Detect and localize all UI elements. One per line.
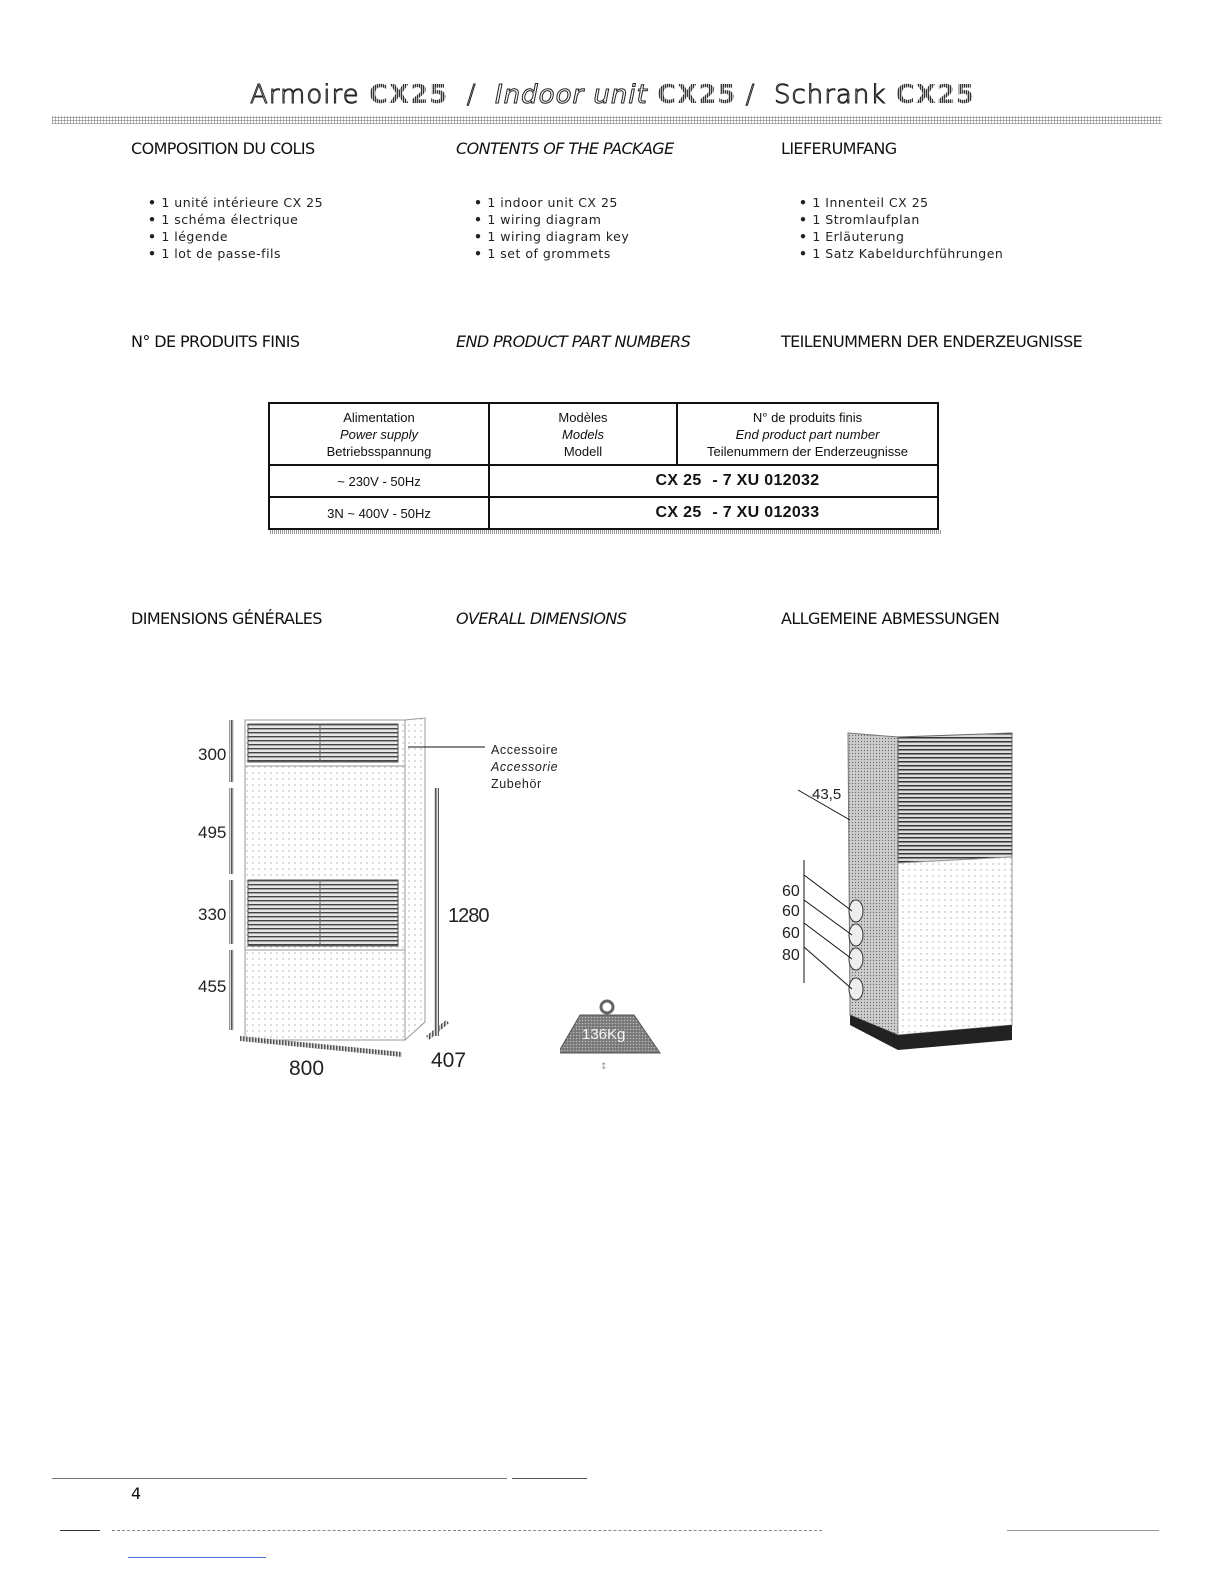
dim-800: 800 [289,1057,324,1080]
header-models-fr: Modèles [558,409,608,425]
header-part-de: Teilenummern der Enderzeugnisse [707,443,908,459]
list-item: 1 set of grommets [474,245,629,262]
footer-rule-right [1007,1530,1159,1531]
part-number-table: Alimentation Power supply Betriebsspannu… [268,402,939,530]
page-title: Armoire CX25 / Indoor unit CX25 / Schran… [0,80,1225,111]
model-en: CX25 [657,80,737,110]
hole-spacing-3: 60 [782,925,800,942]
list-item: 1 Innenteil CX 25 [799,194,1003,211]
dim-bar-800 [240,1036,402,1057]
list-item: 1 wiring diagram key [474,228,629,245]
hole-spacing-1: 60 [782,883,800,900]
table-row: 3N ~ 400V - 50Hz CX 25 - 7 XU 012033 [268,496,939,530]
footer-blue-line [128,1557,266,1558]
table-header-row: Alimentation Power supply Betriebsspannu… [268,402,939,466]
table-row: ~ 230V - 50Hz CX 25 - 7 XU 012032 [268,464,939,498]
header-models-en: Models [562,426,604,442]
hole-spacing-4: 80 [782,947,800,964]
heading-partnumbers-en: END PRODUCT PART NUMBERS [456,332,691,351]
dim-bar-407 [426,1020,449,1040]
footer-rule-left [52,1478,507,1479]
cell-model: CX 25 [655,504,702,521]
heading-dimensions-de: ALLGEMEINE ABMESSUNGEN [781,609,1000,628]
dim-1280: 1280 [448,905,489,927]
header-supply-en: Power supply [339,426,419,442]
title-sep-2: / [745,80,756,111]
list-item: 1 légende [148,228,323,245]
list-item: 1 Satz Kabeldurchführungen [799,245,1003,262]
dim-bar-1280 [434,788,439,1036]
title-fr: Armoire [250,80,360,111]
cell-part-number: - 7 XU 012032 [712,472,820,489]
heading-dimensions-en: OVERALL DIMENSIONS [456,609,627,628]
header-supply-fr: Alimentation [343,409,415,425]
dim-bar-330 [229,880,234,944]
header-part-en: End product part number [735,426,880,442]
dim-455: 455 [198,977,226,996]
header-supply: Alimentation Power supply Betriebsspannu… [268,402,490,466]
footer-dashed-rule [112,1530,822,1531]
footer-rule-mid [512,1478,587,1479]
list-item: 1 wiring diagram [474,211,629,228]
accessory-label-en: Accessorie [490,760,558,774]
model-de: CX25 [895,80,975,110]
side-offset: 43,5 [812,786,841,803]
heading-composition-fr: COMPOSITION DU COLIS [131,139,315,158]
title-en: Indoor unit [495,80,648,111]
side-view-drawing: 43,5 60 60 60 80 [782,732,1013,1050]
dim-407: 407 [431,1049,466,1072]
accessory-label-de: Zubehör [491,777,542,791]
accessory-label-fr: Accessoire [491,743,558,757]
list-item: 1 lot de passe-fils [148,245,323,262]
model-fr: CX25 [368,80,449,110]
heading-partnumbers-fr: N° DE PRODUITS FINIS [131,332,300,351]
dim-495: 495 [198,823,226,842]
dim-300: 300 [198,745,226,764]
contents-list-de: 1 Innenteil CX 25 1 Stromlaufplan 1 Erlä… [799,194,1003,262]
cell-supply: 3N ~ 400V - 50Hz [268,496,490,530]
cell-model: CX 25 [655,472,702,489]
contents-list-en: 1 indoor unit CX 25 1 wiring diagram 1 w… [474,194,629,262]
header-models-de: Modell [563,443,603,459]
weight-label: 136Kg [582,1026,625,1043]
header-supply-de: Betriebsspannung [326,443,432,459]
list-item: 1 schéma électrique [148,211,323,228]
page-number: 4 [131,1484,142,1503]
heading-composition-en: CONTENTS OF THE PACKAGE [456,139,674,158]
list-item: 1 indoor unit CX 25 [474,194,629,211]
dim-bar-455 [229,950,234,1030]
dim-bar-495 [229,788,234,874]
header-hatch-band [52,116,1162,124]
header-models: Modèles Models Modell [488,402,678,466]
cell-part: CX 25 - 7 XU 012032 [488,464,939,498]
footer-mark-left [60,1530,100,1531]
list-item: 1 Stromlaufplan [799,211,1003,228]
heading-partnumbers-de: TEILENUMMERN DER ENDERZEUGNISSE [781,332,1083,351]
weight-mark: ↕ [600,1062,608,1072]
title-sep-1: / [466,80,477,111]
heading-dimensions-fr: DIMENSIONS GÉNÉRALES [131,609,322,628]
header-part-fr: N° de produits finis [752,409,863,425]
contents-list-fr: 1 unité intérieure CX 25 1 schéma électr… [148,194,323,262]
table-shadow [270,530,941,534]
dim-330: 330 [198,905,226,924]
cell-part-number: - 7 XU 012033 [712,504,820,521]
header-part-number: N° de produits finis End product part nu… [676,402,939,466]
list-item: 1 unité intérieure CX 25 [148,194,323,211]
heading-composition-de: LIEFERUMFANG [781,139,897,158]
dim-bar-300 [229,720,234,782]
cell-part: CX 25 - 7 XU 012033 [488,496,939,530]
weight-icon: 136Kg ↕ [560,999,661,1072]
title-de: Schrank [773,80,887,111]
list-item: 1 Erläuterung [799,228,1003,245]
hole-spacing-2: 60 [782,903,800,920]
cell-supply: ~ 230V - 50Hz [268,464,490,498]
front-view-drawing: 300 495 330 455 1280 800 407 Accessoire … [198,717,558,1080]
